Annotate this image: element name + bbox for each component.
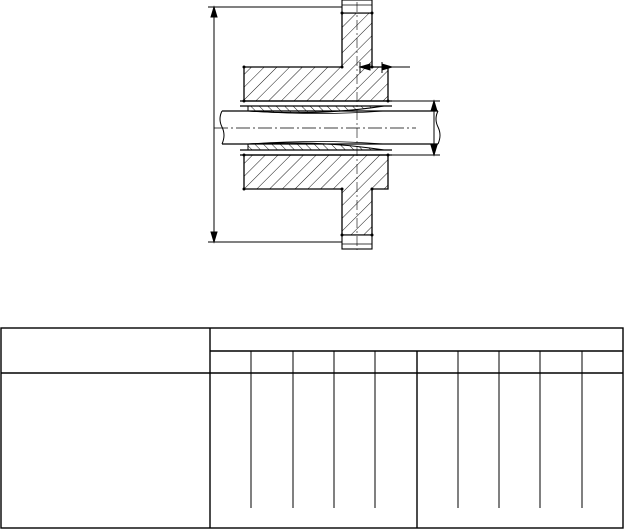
column-lines <box>250 351 583 528</box>
table-border <box>0 327 624 529</box>
shaft-diameter-dimension <box>392 99 440 157</box>
gap-dimension <box>358 62 410 73</box>
hatched-fit-zones <box>247 105 385 151</box>
outer-diameter-dimension <box>208 5 342 244</box>
vertex-dots <box>242 11 390 237</box>
